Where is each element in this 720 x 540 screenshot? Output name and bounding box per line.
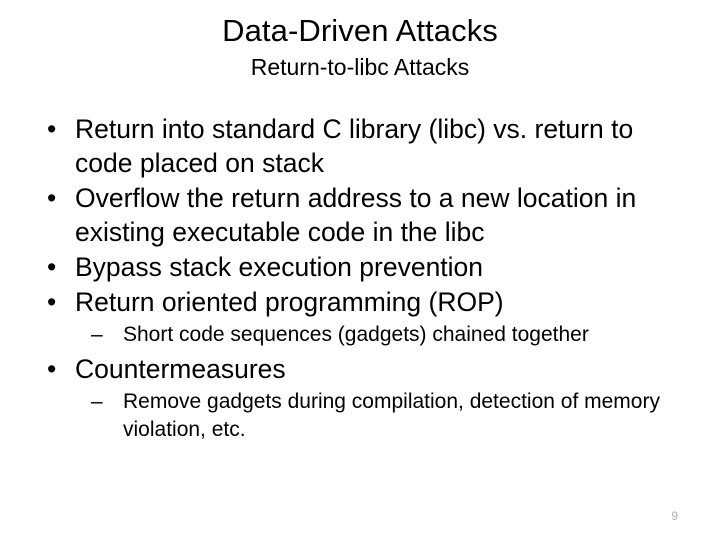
bullet-text: Return into standard C library (libc) vs… xyxy=(75,114,634,178)
bullet-dash-icon: – xyxy=(91,323,103,346)
bullet-item: • Overflow the return address to a new l… xyxy=(34,181,686,249)
bullet-text: Overflow the return address to a new loc… xyxy=(75,183,637,247)
bullet-text: Bypass stack execution prevention xyxy=(75,252,484,282)
sub-bullet-text: Remove gadgets during compilation, detec… xyxy=(123,390,660,441)
bullet-list: • Return into standard C library (libc) … xyxy=(34,112,686,444)
page-number: 9 xyxy=(671,509,678,523)
bullet-dot-icon: • xyxy=(47,114,57,144)
sub-bullet-list: – Short code sequences (gadgets) chained… xyxy=(75,321,686,349)
bullet-text: Return oriented programming (ROP) xyxy=(75,287,504,317)
page-subtitle: Return-to-libc Attacks xyxy=(250,54,470,80)
bullet-item: • Return into standard C library (libc) … xyxy=(34,112,686,180)
bullet-text: Countermeasures xyxy=(75,354,286,384)
bullet-dot-icon: • xyxy=(47,183,57,213)
page-title: Data-Driven Attacks xyxy=(222,13,498,48)
sub-bullet-text: Short code sequences (gadgets) chained t… xyxy=(123,323,589,346)
slide-body: • Return into standard C library (libc) … xyxy=(34,112,686,447)
sub-bullet-item: – Remove gadgets during compilation, det… xyxy=(91,388,686,444)
title-block: Data-Driven Attacks Return-to-libc Attac… xyxy=(0,12,720,82)
bullet-item: • Countermeasures – Remove gadgets durin… xyxy=(34,352,686,444)
bullet-dot-icon: • xyxy=(47,354,57,384)
bullet-item: • Return oriented programming (ROP) – Sh… xyxy=(34,285,686,349)
bullet-dot-icon: • xyxy=(47,287,57,317)
bullet-dot-icon: • xyxy=(47,252,57,282)
sub-bullet-item: – Short code sequences (gadgets) chained… xyxy=(91,321,686,349)
sub-bullet-list: – Remove gadgets during compilation, det… xyxy=(75,388,686,444)
bullet-item: • Bypass stack execution prevention xyxy=(34,250,686,284)
bullet-dash-icon: – xyxy=(91,390,103,413)
